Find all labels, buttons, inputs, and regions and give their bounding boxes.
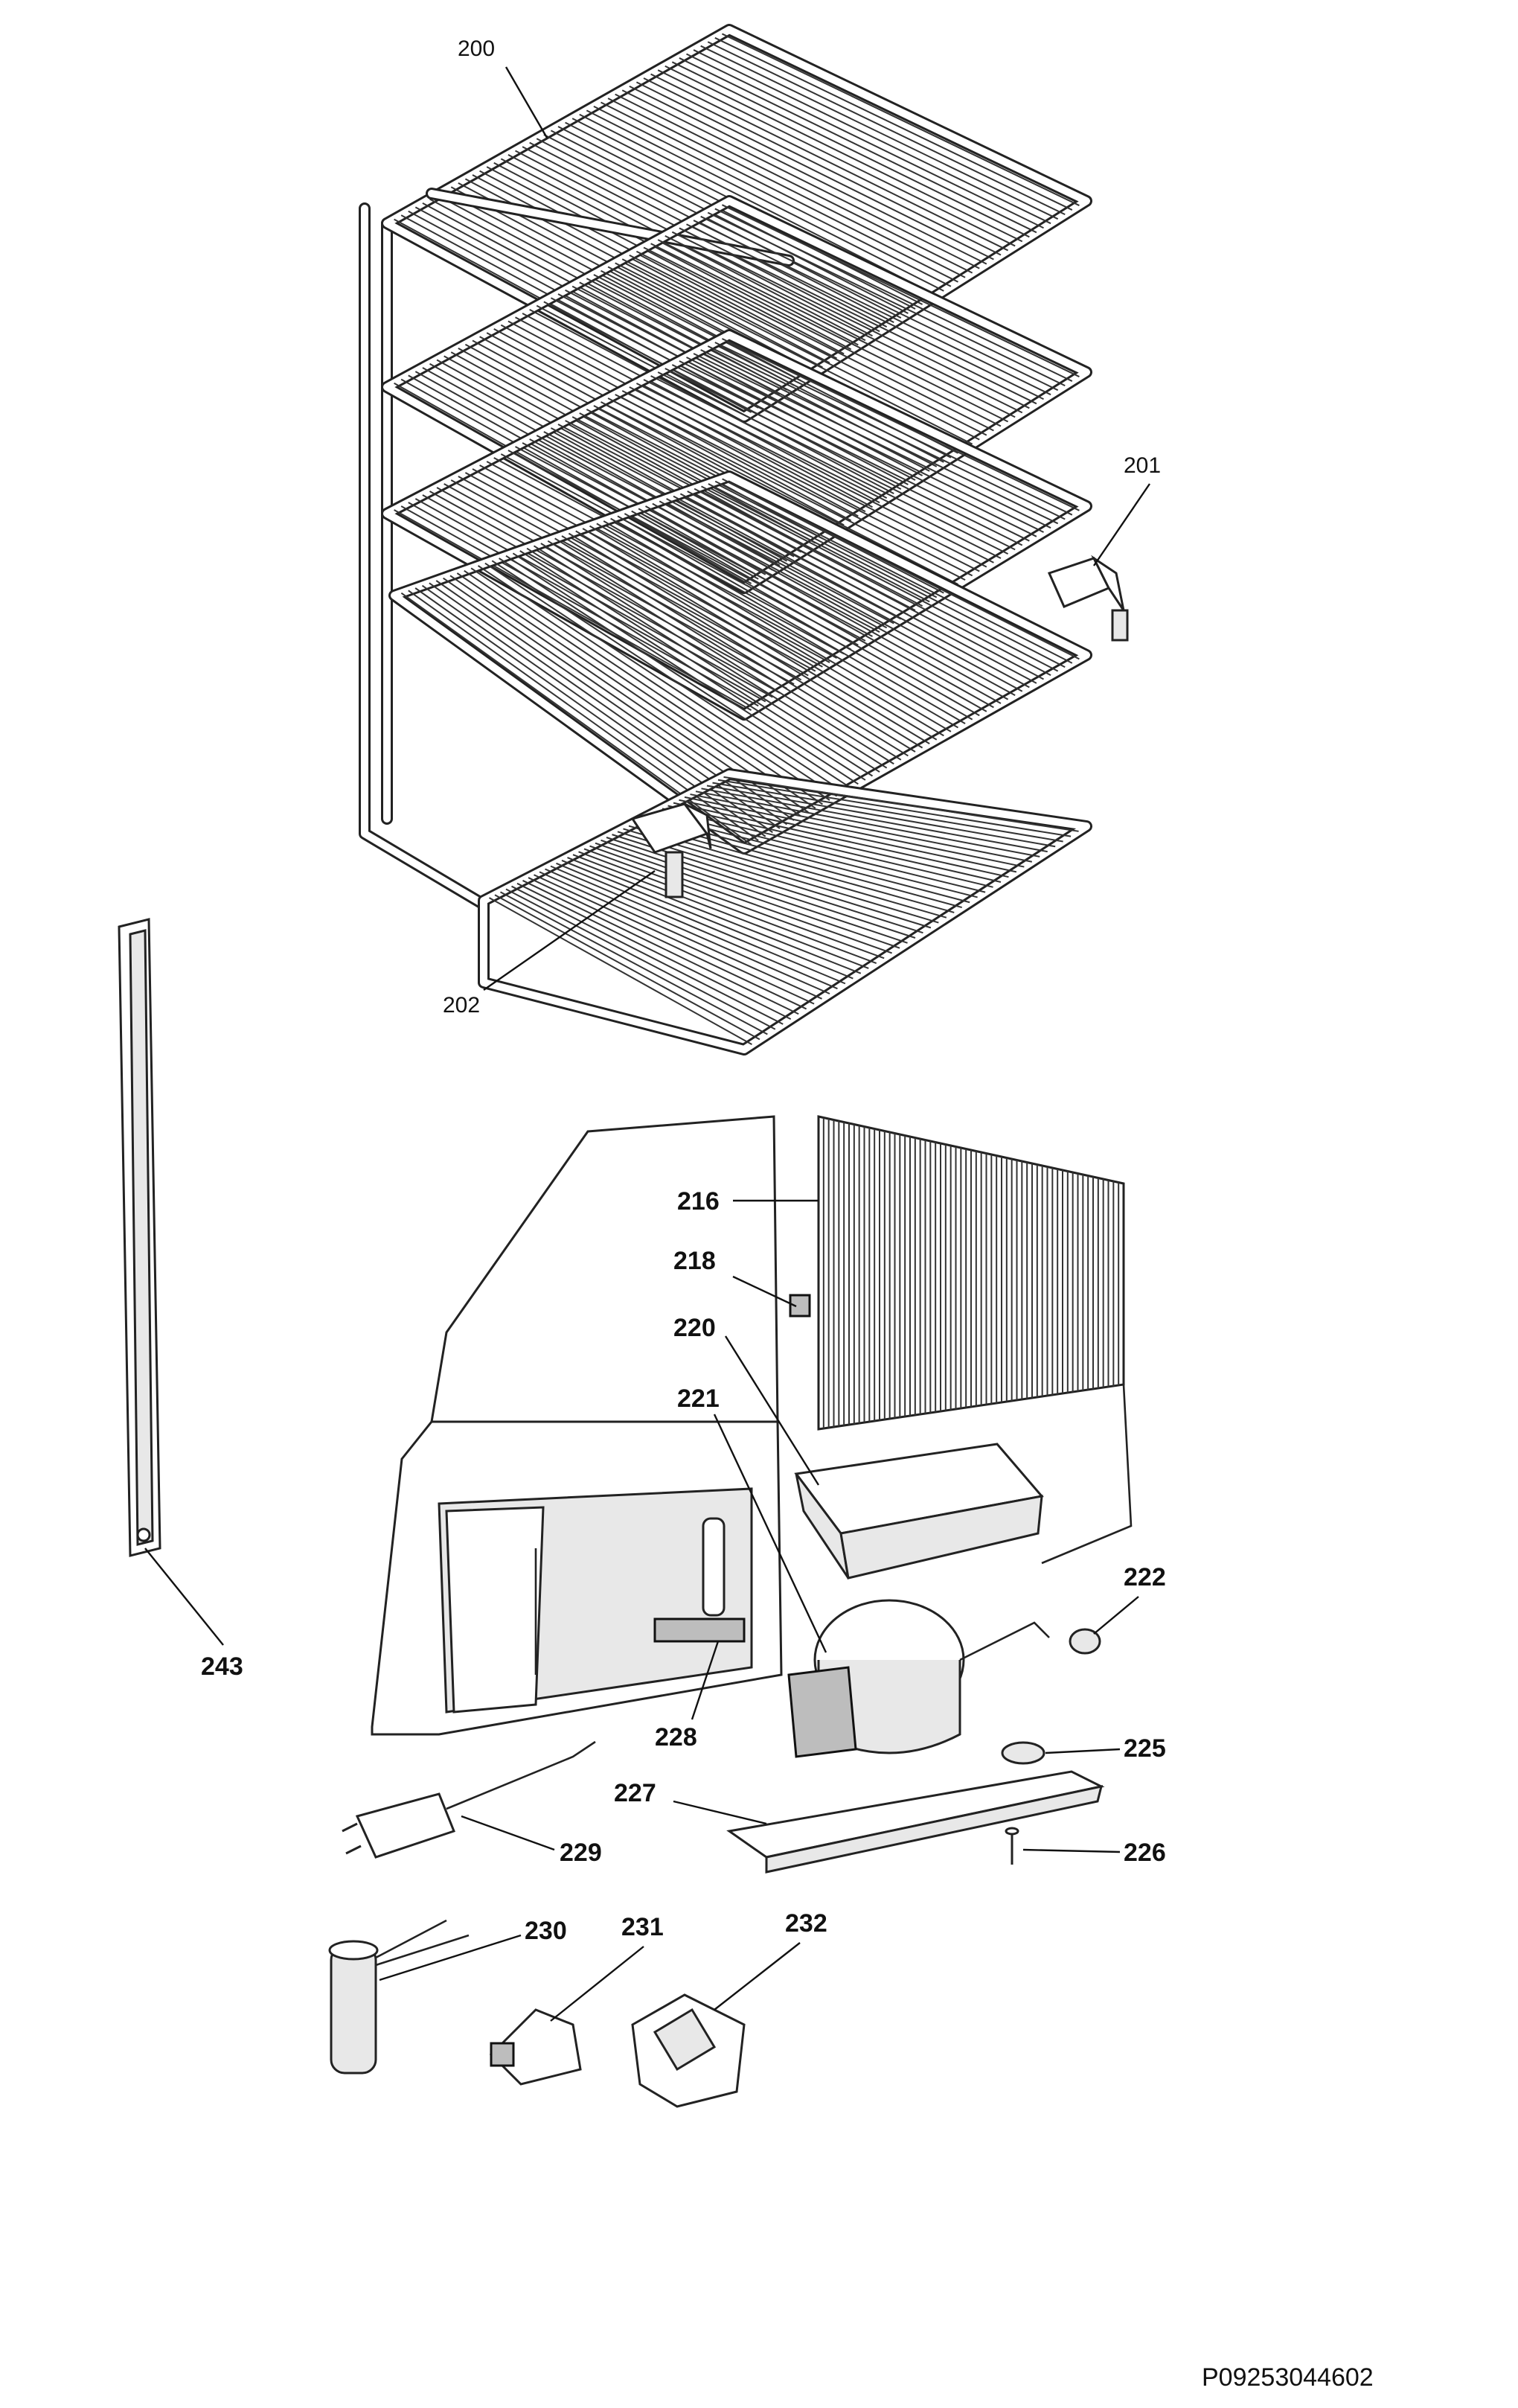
svg-text:232: 232 [785,1909,827,1938]
svg-text:230: 230 [525,1917,567,1945]
callout-232: 232 [714,1909,827,2011]
svg-text:221: 221 [677,1385,720,1413]
callout-227: 227 [614,1779,767,1825]
svg-text:201: 201 [1124,453,1161,478]
evaporator-shelf-4 [388,470,1092,855]
callout-201: 201 [1093,453,1161,566]
compressor [787,1599,1050,1758]
svg-text:222: 222 [1124,1563,1166,1591]
callout-228: 228 [655,1641,720,1751]
cabinet-back-panel [371,1115,783,1736]
svg-text:225: 225 [1124,1734,1166,1763]
svg-text:226: 226 [1124,1839,1166,1867]
callout-220: 220 [673,1314,820,1486]
svg-text:228: 228 [655,1723,697,1751]
reference-code: P09253044602 [1202,2363,1374,2392]
evaporator-shelf-5 [478,768,1092,1056]
svg-text:243: 243 [201,1652,243,1681]
callout-231: 231 [550,1913,664,2022]
svg-text:218: 218 [673,1247,716,1275]
thermostat-clip [1047,555,1129,642]
callout-222: 222 [1093,1563,1166,1635]
svg-text:216: 216 [677,1187,720,1216]
sensor-clip [630,802,712,898]
evaporator-assembly [359,24,1129,1056]
callout-225: 225 [1045,1734,1166,1763]
screw [1005,1827,1019,1865]
evaporator-shelf-1 [381,24,1092,423]
gasket-strip [118,918,161,1557]
compressor-base-plate [726,1770,1105,1874]
svg-text:231: 231 [621,1913,664,1941]
svg-text:200: 200 [458,36,495,61]
callout-243: 243 [144,1548,243,1681]
callout-221: 221 [677,1385,827,1653]
callout-230: 230 [379,1917,567,1981]
callout-229: 229 [461,1815,602,1867]
callout-218: 218 [673,1247,797,1308]
grommet [1069,1628,1101,1655]
callout-200: 200 [458,36,548,138]
callout-226: 226 [1022,1839,1166,1867]
svg-text:202: 202 [443,993,480,1018]
condenser [817,1115,1133,1565]
svg-text:227: 227 [614,1779,656,1807]
relay [489,2008,582,2086]
mounting-grommet [1001,1741,1045,1765]
callout-216: 216 [677,1187,819,1216]
overload-cover [631,1993,746,2108]
power-cord [342,1740,596,1859]
callout-202: 202 [443,870,656,1018]
svg-text:229: 229 [560,1839,602,1867]
evaporator-shelf-3 [381,329,1092,721]
svg-text:220: 220 [673,1314,716,1342]
drain-tray [794,1443,1044,1580]
capacitor [328,1919,470,2075]
